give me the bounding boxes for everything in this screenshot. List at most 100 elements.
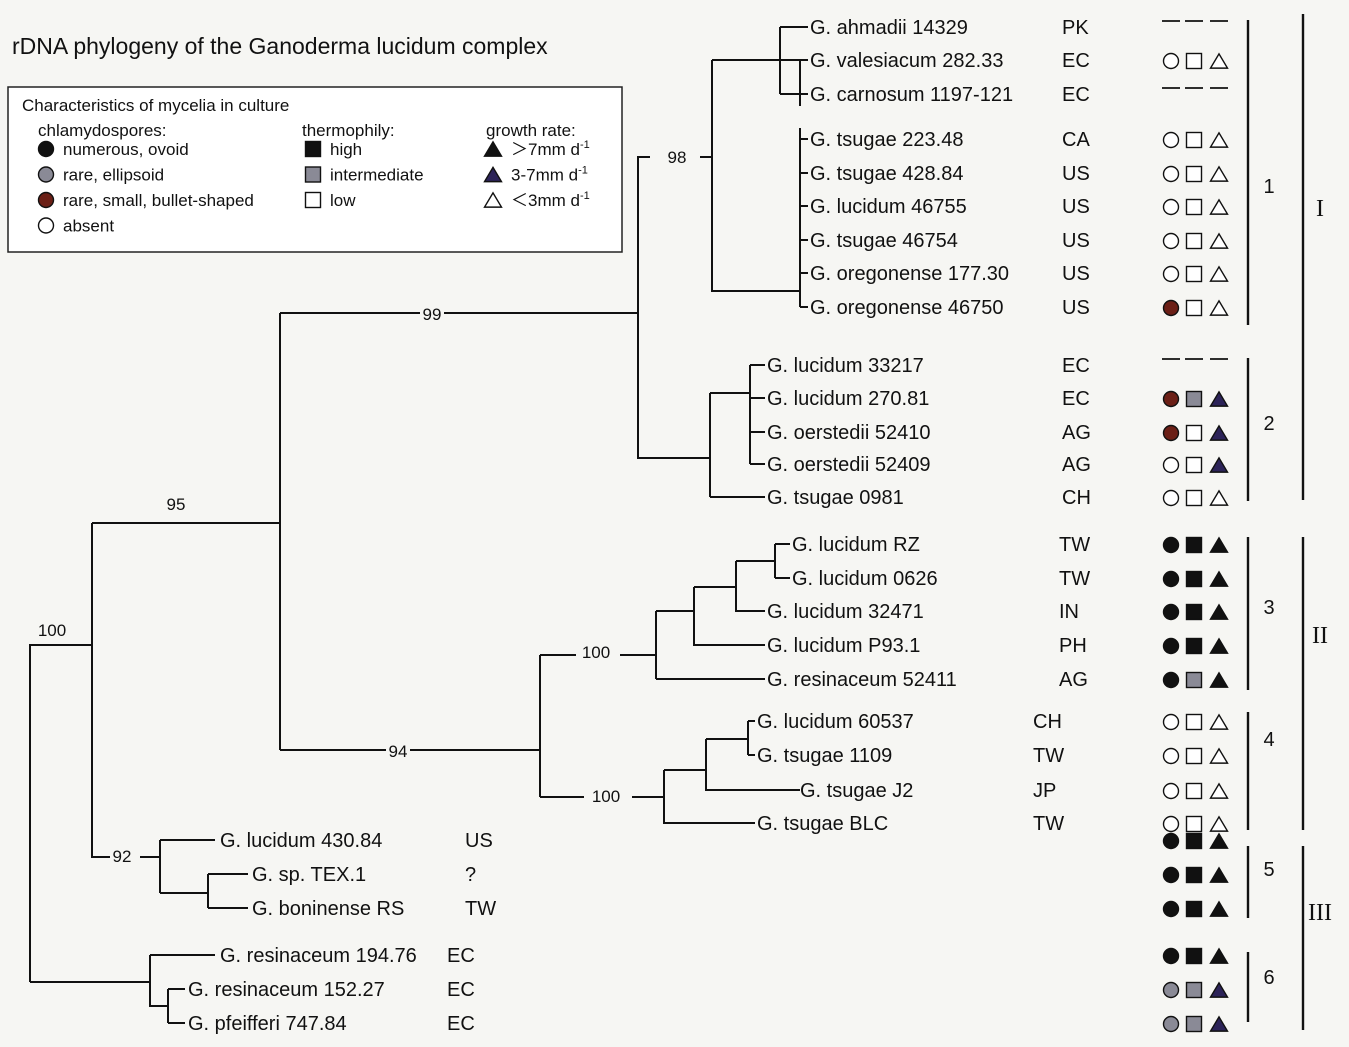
taxon-origin: JP (1033, 780, 1056, 802)
bootstrap-value: 100 (592, 787, 620, 806)
tree-branch (279, 312, 638, 751)
legend-triangle-open-symbol (483, 191, 503, 208)
clade-number: 1 (1263, 176, 1274, 198)
taxon-origin: TW (1033, 745, 1064, 767)
trait-circle-black-symbol (1162, 900, 1180, 918)
legend-circle-grey-symbol (37, 166, 55, 183)
legend-item-label: rare, ellipsoid (63, 166, 164, 185)
trait-triangle-black-symbol (1209, 637, 1229, 654)
trait-triangle-open-symbol (1209, 747, 1229, 764)
trait-triangle-open-symbol (1209, 782, 1229, 799)
taxon-origin: EC (1062, 355, 1090, 377)
trait-square-black-symbol (1185, 866, 1203, 884)
tree-branch (637, 156, 710, 459)
tree-branch (709, 364, 765, 498)
trait-triangle-open-symbol (1209, 299, 1229, 316)
taxon-name: G. tsugae 223.48 (810, 129, 963, 151)
legend-circle-black-symbol (37, 140, 55, 158)
trait-circle-black-symbol (1162, 671, 1180, 689)
trait-square-open-symbol (1185, 299, 1203, 317)
trait-triangle-open-symbol (1209, 265, 1229, 282)
legend-item-text: 3-7mm d (511, 166, 578, 185)
trait-symbols (1162, 20, 1229, 1033)
legend-item-label: rare, small, bullet-shaped (63, 191, 254, 210)
taxon-origin: EC (1062, 50, 1090, 72)
trait-square-black-symbol (1185, 603, 1203, 621)
taxon-origin: US (465, 830, 493, 852)
clade-number: 5 (1263, 859, 1274, 881)
trait-circle-brown-symbol (1162, 424, 1180, 442)
taxon-origin: AG (1059, 669, 1088, 691)
legend-circle-open-symbol (37, 217, 55, 234)
trait-square-open-symbol (1185, 198, 1203, 216)
taxon-name: G. resinaceum 152.27 (188, 979, 385, 1001)
legend-group-label: growth rate: (486, 121, 576, 140)
legend-circle-brown-symbol (37, 191, 55, 209)
bootstrap-value: 100 (582, 643, 610, 662)
taxon-origin: TW (1059, 568, 1090, 590)
taxon-origin: CH (1033, 711, 1062, 733)
taxon-name: G. sp. TEX.1 (252, 864, 366, 886)
trait-square-grey-symbol (1185, 390, 1203, 408)
legend-item-superscript: -1 (580, 139, 590, 151)
taxon-origin: PK (1062, 17, 1089, 39)
trait-triangle-purple-symbol (1209, 1015, 1229, 1032)
trait-circle-open-symbol (1162, 815, 1180, 833)
taxon-name: G. tsugae 46754 (810, 230, 958, 252)
legend-item-label: low (330, 191, 356, 210)
trait-square-open-symbol (1185, 782, 1203, 800)
figure-title: rDNA phylogeny of the Ganoderma lucidum … (12, 33, 548, 59)
trait-circle-black-symbol (1162, 570, 1180, 588)
legend-item-text: low (330, 191, 356, 210)
legend-item-label: high (330, 140, 362, 159)
tree-branch (799, 128, 808, 308)
taxon-name: G. tsugae 428.84 (810, 163, 963, 185)
bootstrap-value: 95 (167, 495, 186, 514)
clade-number: 2 (1263, 413, 1274, 435)
trait-circle-grey-symbol (1162, 981, 1180, 999)
trait-circle-open-symbol (1162, 131, 1180, 149)
trait-square-black-symbol (1185, 536, 1203, 554)
clade-number: 6 (1263, 967, 1274, 989)
legend-heading: Characteristics of mycelia in culture (22, 96, 289, 115)
trait-square-open-symbol (1185, 52, 1203, 70)
taxon-name: G. carnosum 1197-121 (810, 84, 1013, 106)
trait-triangle-black-symbol (1209, 947, 1229, 964)
trait-square-black-symbol (1185, 900, 1203, 918)
legend-item-text: intermediate (330, 166, 424, 185)
tree-branch (539, 654, 656, 797)
trait-circle-open-symbol (1162, 165, 1180, 183)
taxon-origin: US (1062, 297, 1090, 319)
taxon-name: G. resinaceum 52411 (767, 669, 957, 691)
taxon-name: G. oerstedii 52409 (767, 454, 930, 476)
taxon-origin: TW (465, 898, 496, 920)
trait-square-open-symbol (1185, 815, 1203, 833)
taxon-origin: IN (1059, 601, 1079, 623)
tree-branches (29, 26, 808, 1024)
taxon-name: G. boninense RS (252, 898, 404, 920)
trait-circle-open-symbol (1162, 747, 1180, 765)
legend-item-label: 3-7mm d-1 (511, 165, 588, 185)
taxon-origin: US (1062, 230, 1090, 252)
tree-branch (705, 720, 800, 791)
taxon-name: G. pfeifferi 747.84 (188, 1013, 347, 1035)
legend-item-text: numerous, ovoid (63, 140, 189, 159)
trait-square-open-symbol (1185, 232, 1203, 250)
trait-circle-open-symbol (1162, 265, 1180, 283)
taxon-name: G. lucidum 270.81 (767, 388, 929, 410)
bootstrap-value: 98 (668, 148, 687, 167)
group-numeral: I (1316, 196, 1324, 222)
taxon-origin: ? (465, 864, 476, 886)
trait-triangle-open-symbol (1209, 198, 1229, 215)
legend-item-label: intermediate (330, 166, 424, 185)
trait-triangle-black-symbol (1209, 832, 1229, 849)
trait-square-grey-symbol (1185, 1015, 1203, 1033)
taxon-name: G. oregonense 46750 (810, 297, 1004, 319)
trait-square-open-symbol (1185, 265, 1203, 283)
taxon-name: G. ahmadii 14329 (810, 17, 968, 39)
taxon-name: G. lucidum P93.1 (767, 635, 920, 657)
legend-group-label: chlamydospores: (38, 121, 167, 140)
taxon-name: G. tsugae 0981 (767, 487, 904, 509)
trait-circle-open-symbol (1162, 489, 1180, 507)
